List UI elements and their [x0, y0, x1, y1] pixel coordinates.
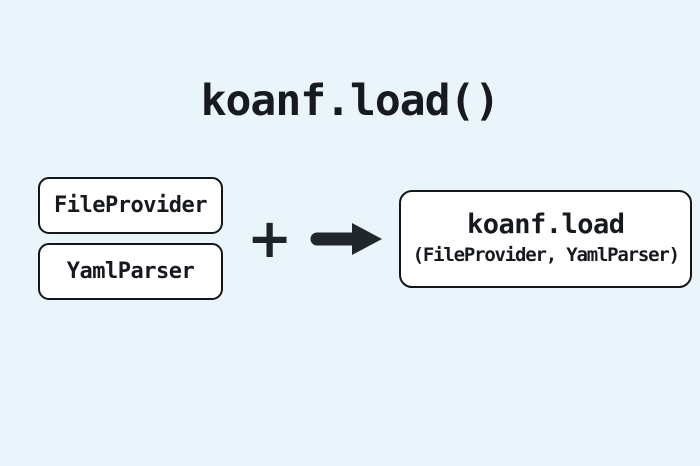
result-function-name: koanf.load [466, 209, 625, 241]
yaml-parser-box: YamlParser [38, 243, 223, 300]
file-provider-box: FileProvider [38, 177, 223, 234]
file-provider-label: FileProvider [54, 193, 207, 218]
result-box: koanf.load (FileProvider, YamlParser) [399, 189, 693, 288]
arrow-right-icon [310, 218, 384, 260]
input-stack: FileProvider YamlParser [38, 177, 223, 300]
flow-row: FileProvider YamlParser + koanf.load (Fi… [38, 177, 693, 300]
yaml-parser-label: YamlParser [66, 259, 195, 284]
result-arguments: (FileProvider, YamlParser) [412, 244, 680, 267]
diagram-title: koanf.load() [200, 76, 501, 126]
plus-icon: + [247, 206, 293, 270]
